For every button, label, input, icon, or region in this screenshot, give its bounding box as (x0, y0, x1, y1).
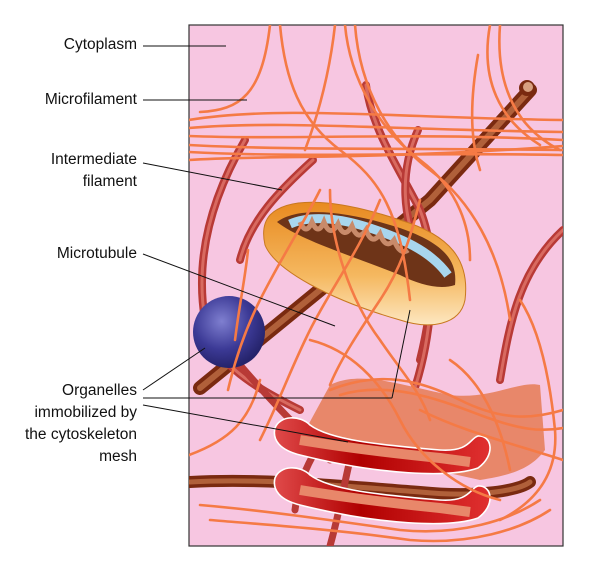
vesicle-organelle (193, 296, 265, 368)
endoplasmic-reticulum (273, 378, 545, 525)
label-intermediate-filament-line2: filament (82, 173, 137, 190)
label-microfilament: Microfilament (44, 91, 137, 108)
leader-lines (142, 45, 411, 443)
microfilaments (189, 25, 563, 543)
microtubules (189, 80, 537, 501)
label-intermediate-filament-line1: Intermediate (50, 151, 137, 168)
label-cytoplasm: Cytoplasm (63, 36, 137, 53)
label-microtubule: Microtubule (56, 245, 137, 262)
label-organelles-line1: Organelles (62, 382, 137, 399)
label-organelles-line4: mesh (99, 448, 137, 465)
label-organelles-line3: the cytoskeleton (24, 426, 137, 443)
label-organelles-line2: immobilized by (34, 404, 137, 421)
mitochondrion (263, 201, 467, 326)
